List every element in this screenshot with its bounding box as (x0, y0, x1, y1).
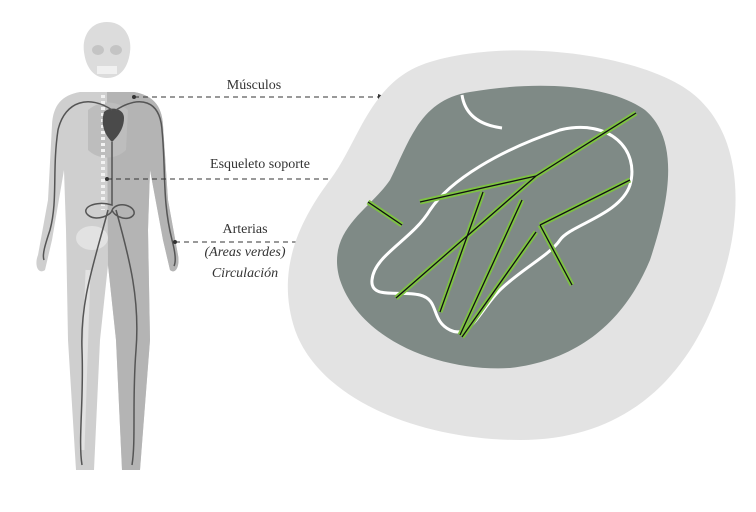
label-skeleton-support: Esqueleto soporte (210, 157, 310, 172)
arteries-lines (42, 101, 177, 466)
label-muscles: Músculos (226, 78, 282, 93)
label-arteries: Arterias (222, 222, 268, 237)
inner-tissue (336, 85, 669, 369)
label-circulation: Circulación (211, 266, 279, 281)
label-green-areas: (Areas verdes) (204, 245, 286, 260)
skeleton-support-line (370, 125, 634, 334)
tissue-model (287, 50, 736, 441)
heart (102, 108, 124, 142)
green-arteries (366, 110, 638, 339)
human-body-figure (36, 22, 179, 470)
